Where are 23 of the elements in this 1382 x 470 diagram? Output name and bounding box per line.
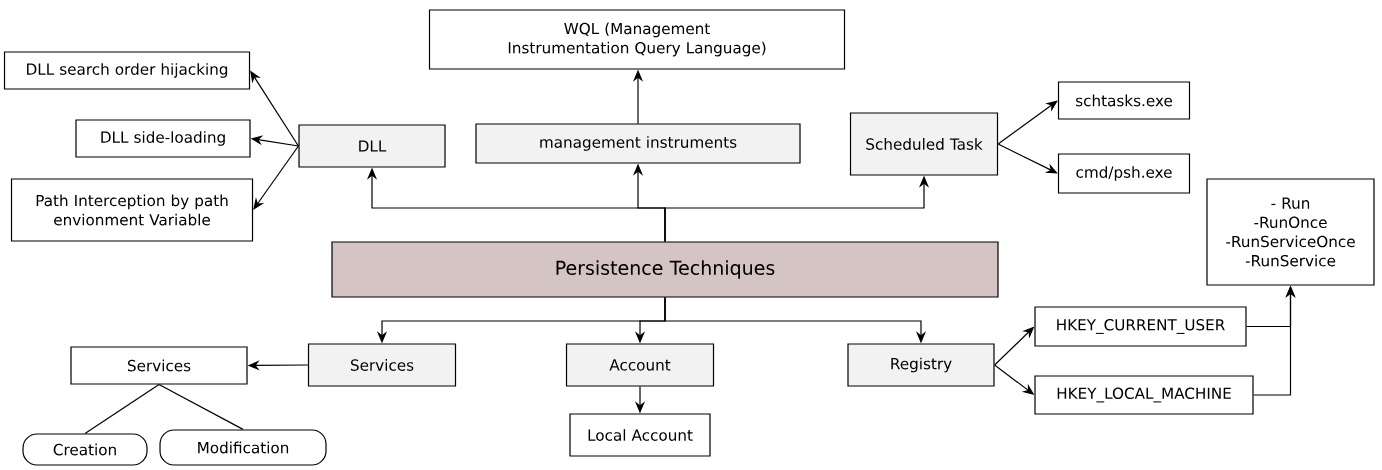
technique-box: Services — [70, 346, 248, 385]
topic-box: Persistence Techniques — [331, 241, 999, 298]
technique-box: Path Interception by path envionment Variable — [10, 178, 254, 242]
category-box: management instruments — [475, 123, 801, 164]
category-box: Scheduled Task — [849, 112, 999, 176]
arrow — [253, 145, 299, 210]
arrow — [997, 143, 1058, 174]
technique-box: DLL side-loading — [75, 119, 251, 158]
rounded-box: Modification — [159, 429, 327, 466]
arrow — [997, 100, 1058, 145]
technique-box: Local Account — [569, 413, 711, 457]
value-list-box: - Run -RunOnce -RunServiceOnce -RunService — [1206, 178, 1375, 286]
category-box: Services — [307, 343, 457, 387]
registry-key-box: HKEY_CURRENT_USER — [1034, 306, 1247, 347]
category-box: Account — [565, 343, 715, 387]
registry-key-box: HKEY_LOCAL_MACHINE — [1034, 375, 1254, 415]
technique-box: schtasks.exe — [1057, 81, 1191, 120]
technique-box: WQL (Management Instrumentation Query Language) — [428, 9, 846, 70]
category-box: DLL — [298, 124, 446, 168]
technique-box: cmd/psh.exe — [1057, 153, 1191, 194]
category-box: Registry — [847, 343, 995, 387]
technique-box: DLL search order hijacking — [3, 51, 251, 90]
rounded-box: Creation — [22, 433, 148, 466]
